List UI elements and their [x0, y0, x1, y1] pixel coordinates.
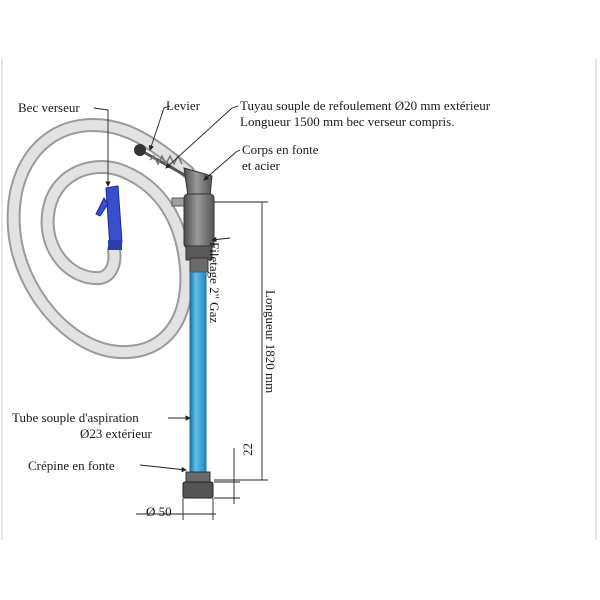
label-bec-verseur: Bec verseur — [18, 100, 80, 115]
label-tuyau-line1: Tuyau souple de refoulement Ø20 mm extér… — [240, 98, 491, 113]
pump-body — [183, 167, 215, 273]
nozzle — [95, 185, 123, 250]
delivery-hose — [6, 118, 195, 360]
label-longueur: Longueur 1820 mm — [263, 290, 278, 394]
label-dim-22: 22 — [240, 443, 255, 456]
label-filetage: Filetage 2" Gaz — [207, 242, 222, 324]
strainer — [182, 471, 214, 499]
label-corps-line1: Corps en fonte — [242, 142, 319, 157]
label-tuyau-line2: Longueur 1500 mm bec verseur compris. — [240, 114, 455, 129]
dim-length — [214, 201, 268, 481]
label-dim-50: Ø 50 — [146, 504, 172, 519]
leader-lines — [93, 105, 241, 473]
label-corps-line2: et acier — [242, 158, 280, 173]
label-crepine: Crépine en fonte — [28, 458, 115, 473]
suction-tube — [189, 271, 207, 473]
dim-50 — [136, 498, 216, 520]
label-tube-line2: Ø23 extérieur — [80, 426, 152, 441]
dim-22 — [214, 448, 240, 504]
label-tube-line1: Tube souple d'aspiration — [12, 410, 139, 425]
label-levier: Levier — [166, 98, 200, 113]
